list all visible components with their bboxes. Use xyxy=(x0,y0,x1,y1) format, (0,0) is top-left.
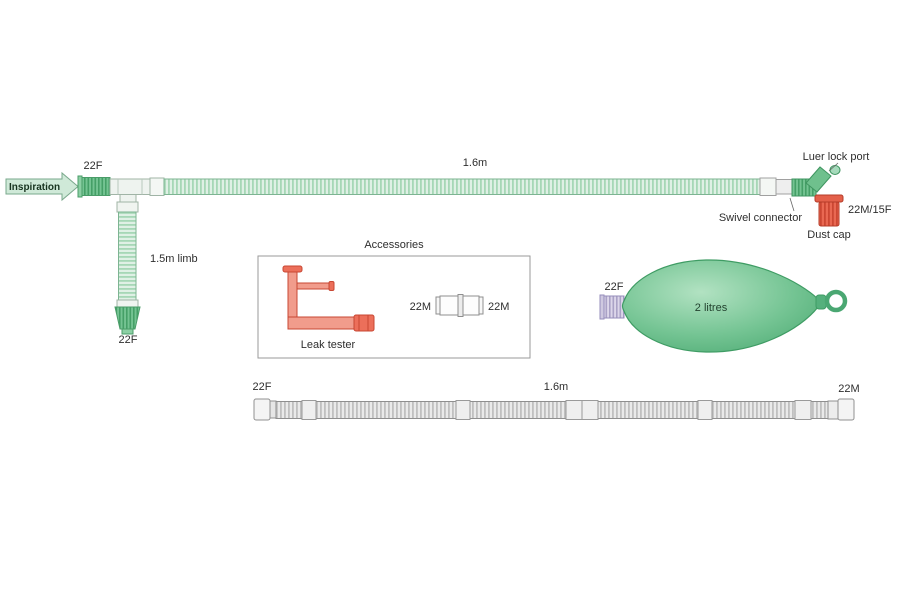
bottom-right-ridge xyxy=(827,400,839,420)
limb-corrugated-tube xyxy=(118,211,137,301)
dust-cap-label: Dust cap xyxy=(807,229,850,241)
top-circuit: Inspiration 22F 1.6m Swivel connector xyxy=(5,151,892,241)
swivel-connector xyxy=(759,177,793,196)
limb-cuff xyxy=(116,201,139,213)
top-tube-length-label: 1.6m xyxy=(463,157,487,169)
bag-volume-label: 2 litres xyxy=(695,302,728,314)
leak-tester-label: Leak tester xyxy=(301,339,356,351)
bottom-tube: 22F 1.6m 22M xyxy=(253,381,860,421)
luer-cap xyxy=(829,165,841,175)
bag-connector xyxy=(603,295,625,319)
limb-ring xyxy=(116,299,139,308)
adapter-22m-22m xyxy=(435,294,484,317)
bottom-left-connector-label: 22F xyxy=(253,381,272,393)
limb-connector-label: 22F xyxy=(119,334,138,346)
leak-tester xyxy=(282,265,375,332)
bottom-tube-segment xyxy=(794,400,812,420)
bag-connector-flange xyxy=(599,294,605,320)
luer-leader-line xyxy=(828,162,839,172)
bottom-tube-length-label: 1.6m xyxy=(544,381,568,393)
patient-elbow xyxy=(791,165,841,197)
bottom-left-ridge xyxy=(269,400,277,419)
breathing-bag: 22F 2 litres xyxy=(599,259,848,353)
inspiration-label: Inspiration xyxy=(9,182,60,193)
luer-lock-port-label: Luer lock port xyxy=(803,151,870,163)
swivel-leader-line xyxy=(789,197,795,212)
bottom-right-cuff xyxy=(837,398,855,421)
tube-ring xyxy=(149,177,165,196)
limb-end-connector xyxy=(114,306,141,330)
bottom-tube-segment xyxy=(455,400,471,420)
luer-lock-port xyxy=(805,166,832,193)
limb-end-tip xyxy=(121,328,134,335)
top-left-connector-label: 22F xyxy=(84,160,103,172)
bottom-tube-segment xyxy=(301,400,317,420)
patient-connector-label: 22M/15F xyxy=(848,204,892,216)
bottom-corrugated-tube xyxy=(275,401,829,419)
bottom-left-cuff xyxy=(253,398,271,421)
bottom-tube-segment xyxy=(697,400,713,420)
tee-piece xyxy=(109,178,151,203)
accessories-title: Accessories xyxy=(364,239,424,251)
adapter-right-label: 22M xyxy=(488,301,509,313)
adapter-left-label: 22M xyxy=(410,301,431,313)
limb: 1.5m limb 22F xyxy=(114,201,198,346)
inspiratory-corrugated-tube xyxy=(163,178,761,195)
accessories-box xyxy=(257,255,531,359)
swivel-connector-label: Swivel connector xyxy=(719,212,802,224)
inspiration-arrow: Inspiration xyxy=(5,171,79,202)
dust-cap xyxy=(814,194,844,227)
bag-ring-tab xyxy=(815,294,827,310)
bottom-right-connector-label: 22M xyxy=(838,383,859,395)
bag-hanging-ring xyxy=(824,289,848,313)
bag-connector-label: 22F xyxy=(605,281,624,293)
accessories-panel: Accessories Leak tester 22M 22M xyxy=(257,239,531,359)
inspiration-port-connector: 22F xyxy=(77,160,111,198)
limb-length-label: 1.5m limb xyxy=(150,253,198,265)
